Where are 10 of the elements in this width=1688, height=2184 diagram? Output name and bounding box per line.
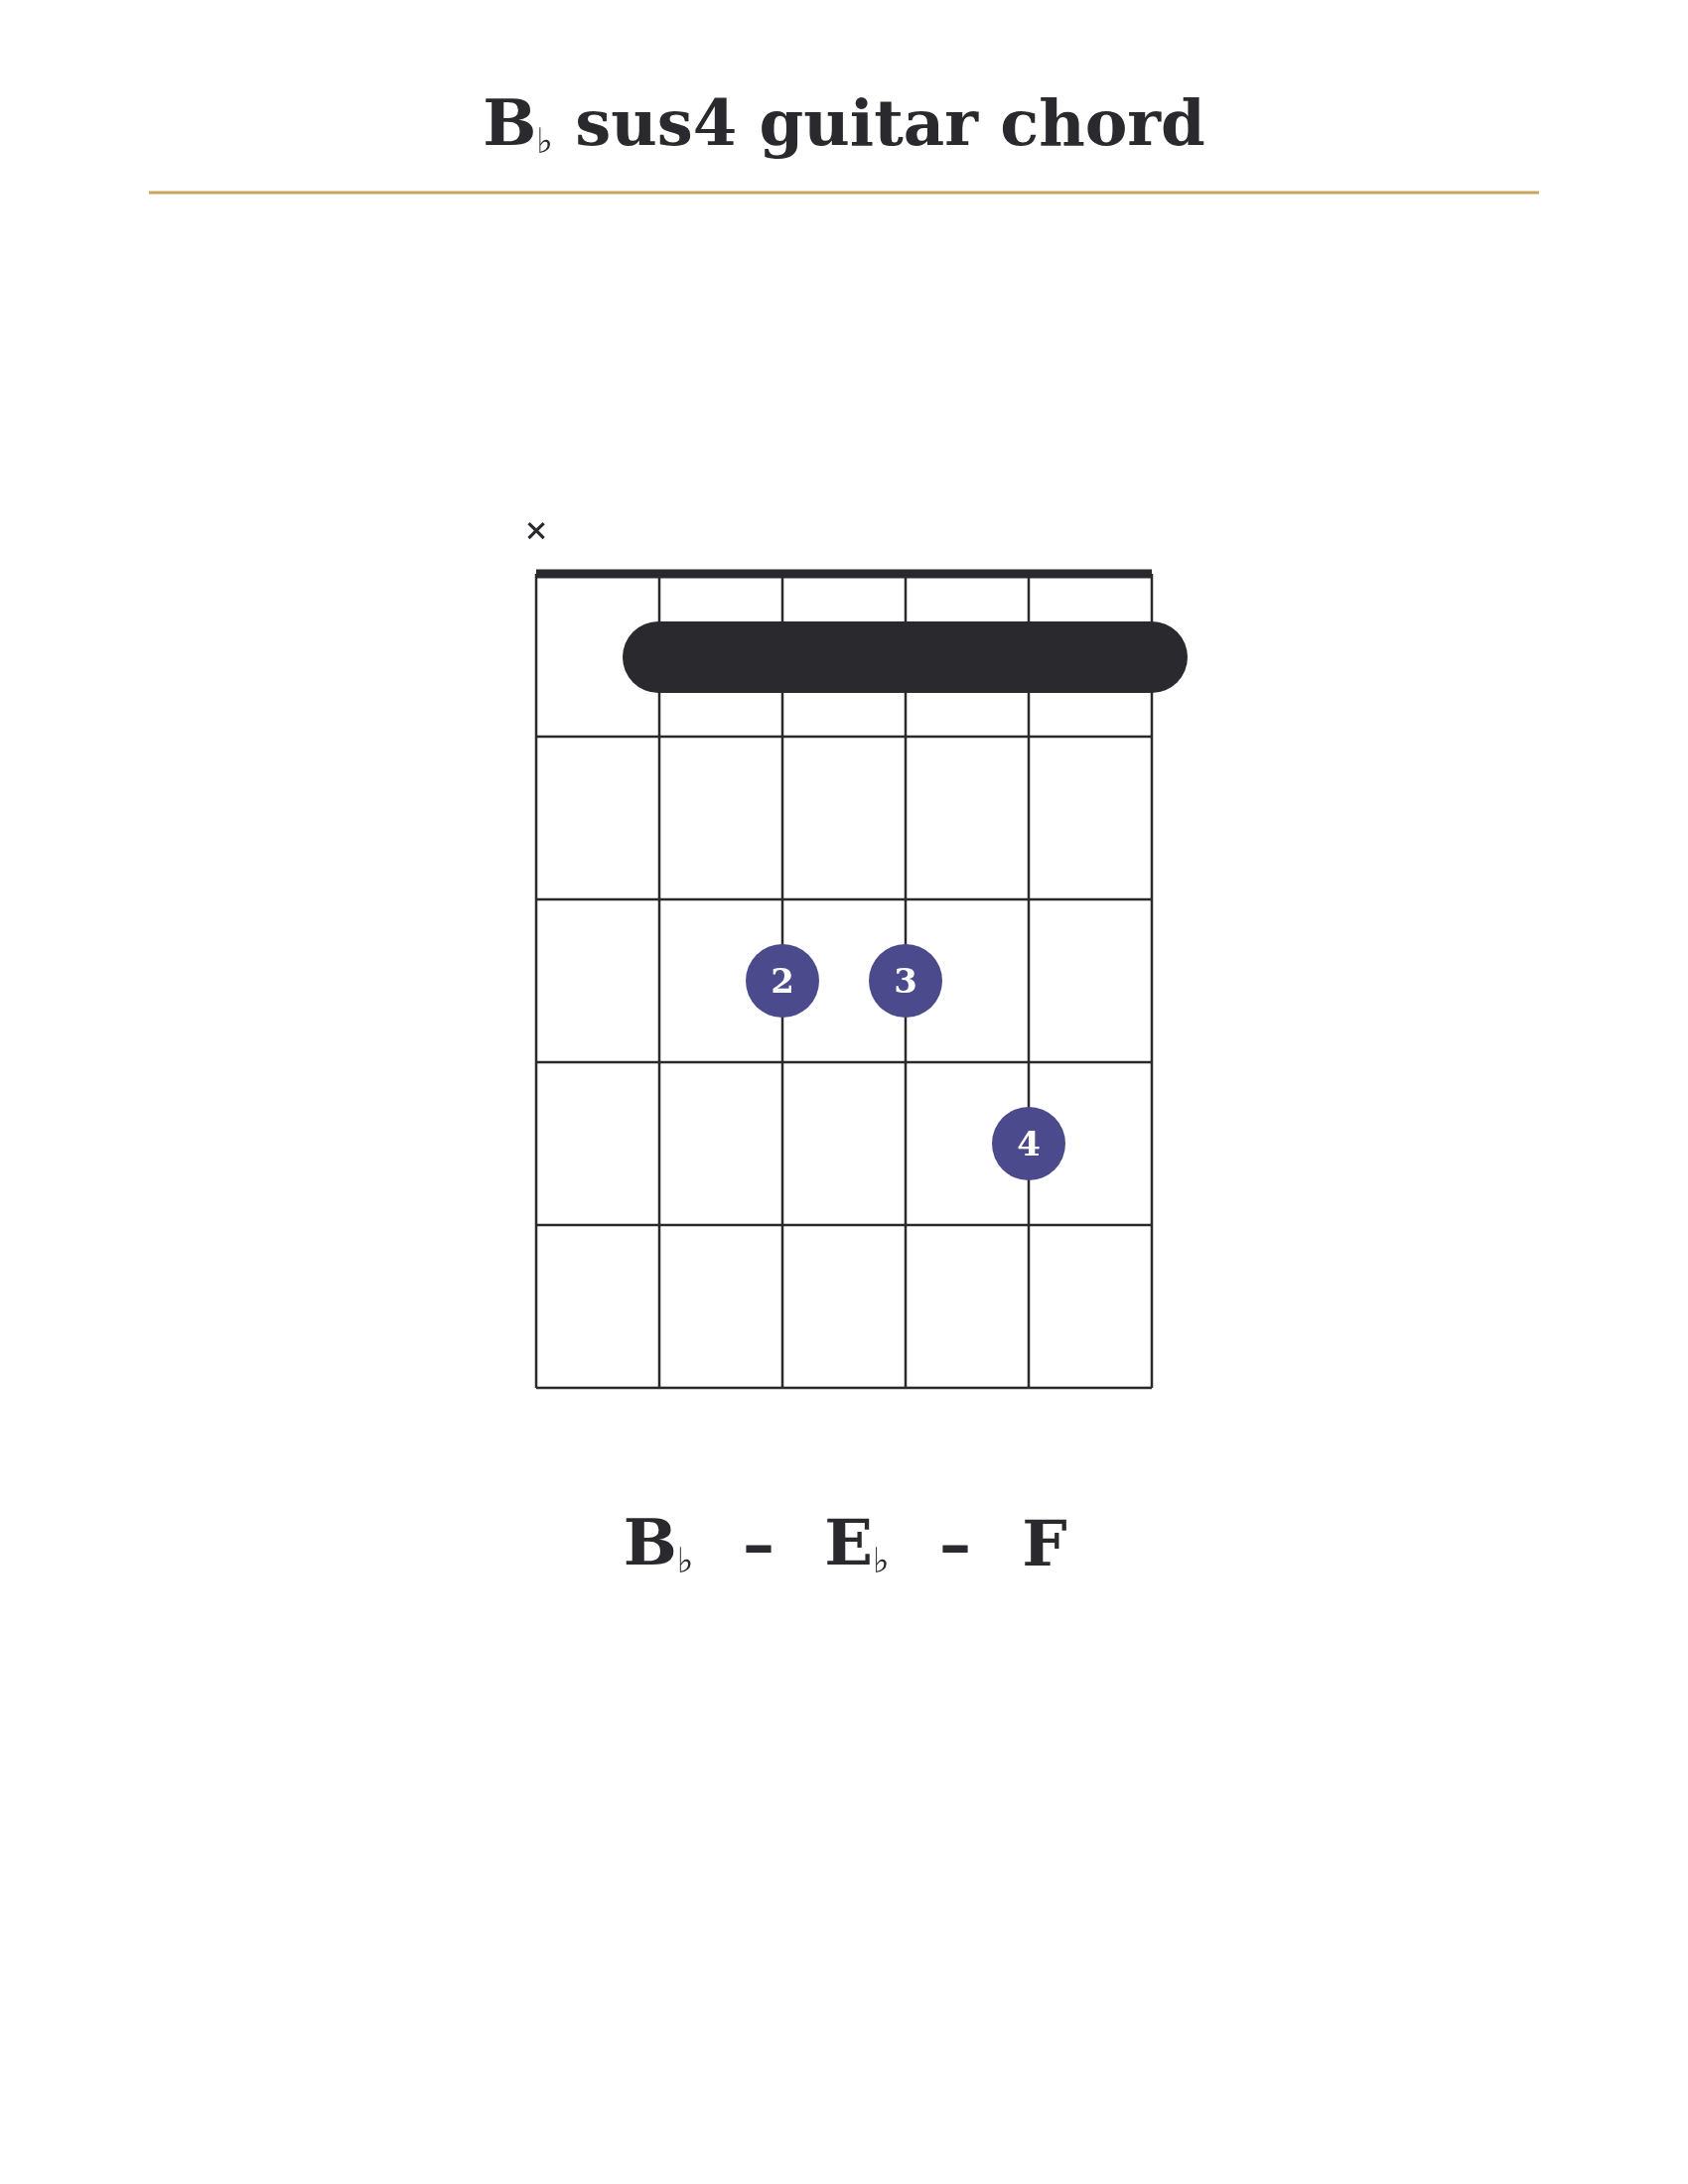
finger-dot: 2 — [746, 944, 819, 1018]
finger-dot: 4 — [992, 1107, 1065, 1180]
note-name: F — [1022, 1505, 1067, 1580]
note-separator: – — [939, 1505, 971, 1580]
muted-string-mark: × — [523, 511, 549, 547]
title: B$_{♭}$ sus4 guitar chord — [483, 85, 1205, 161]
note-name: B$_{♭}$ — [623, 1505, 694, 1580]
finger-dot: 3 — [869, 944, 942, 1018]
note-separator: – — [743, 1505, 774, 1580]
note-name: E$_{♭}$ — [824, 1505, 890, 1580]
